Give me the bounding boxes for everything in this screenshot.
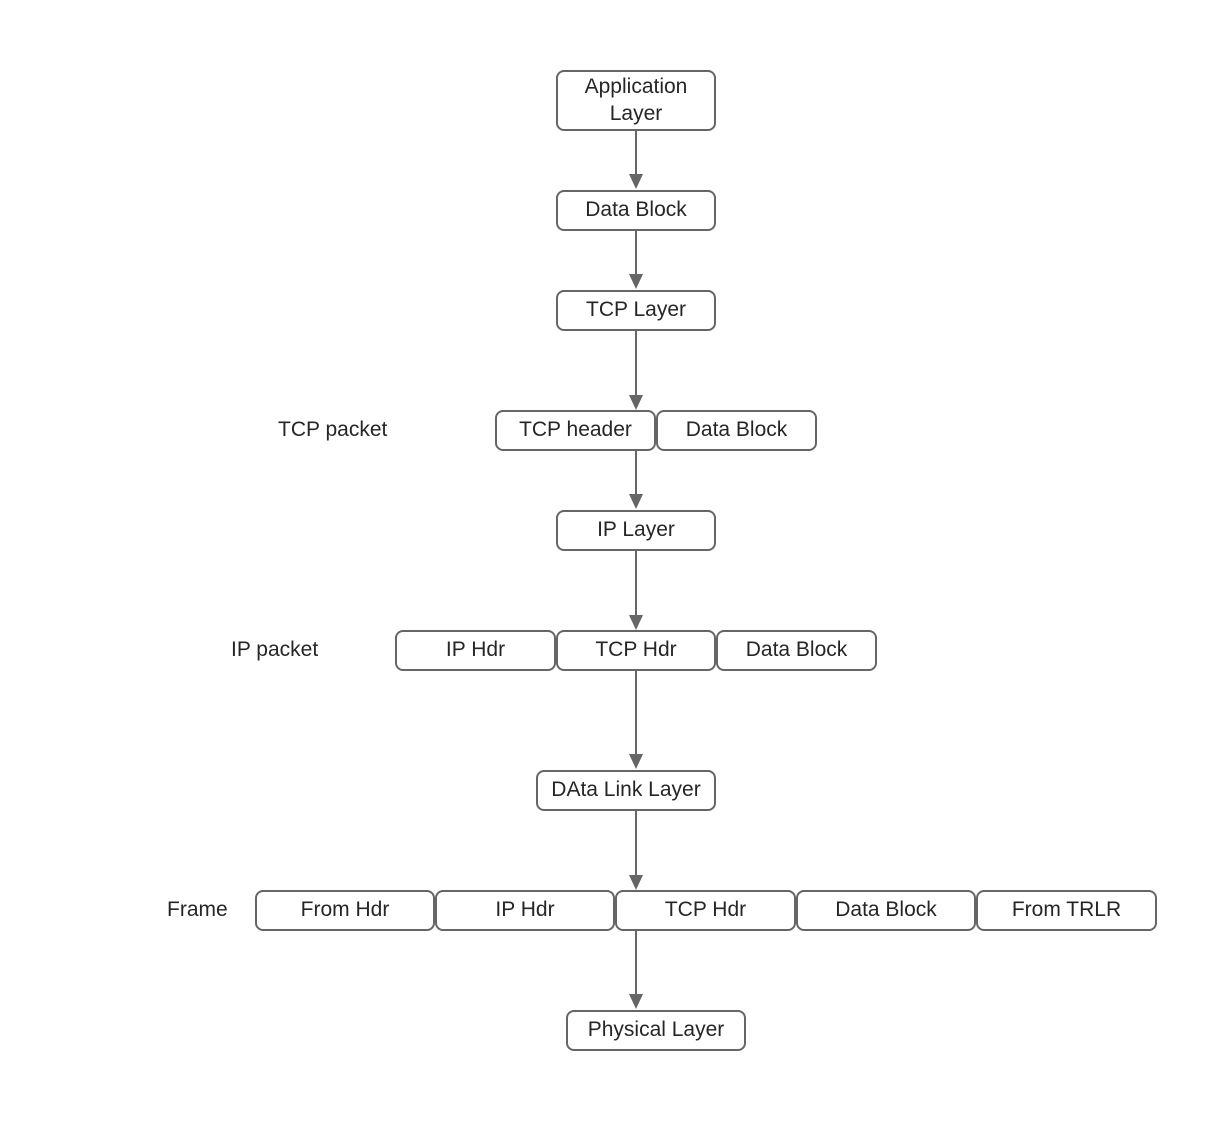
row-label-ip-packet: IP packet — [231, 638, 319, 661]
arrow-head-tcp-packet-to-ip-layer — [629, 494, 643, 509]
frame-field-tcp-hdr[interactable]: TCP Hdr — [615, 890, 796, 931]
ip-packet-field-data-block[interactable]: Data Block — [716, 630, 877, 671]
arrow-line-frame-to-physical-layer — [635, 931, 637, 996]
arrow-line-datablock-to-tcp-layer — [635, 231, 637, 276]
node-ip-layer[interactable]: IP Layer — [556, 510, 716, 551]
arrow-line-data-link-layer-to-frame — [635, 811, 637, 877]
frame-field-ip-hdr[interactable]: IP Hdr — [435, 890, 615, 931]
arrow-line-ip-packet-to-data-link-layer — [635, 671, 637, 756]
node-data-link-layer[interactable]: DAta Link Layer — [536, 770, 716, 811]
tcp-packet-field-tcp-header[interactable]: TCP header — [495, 410, 656, 451]
arrow-line-application-to-datablock — [635, 131, 637, 176]
ip-packet-field-tcp-hdr[interactable]: TCP Hdr — [556, 630, 716, 671]
arrow-head-tcp-layer-to-tcp-packet — [629, 395, 643, 410]
arrow-head-datablock-to-tcp-layer — [629, 274, 643, 289]
node-tcp-layer[interactable]: TCP Layer — [556, 290, 716, 331]
arrow-line-tcp-layer-to-tcp-packet — [635, 331, 637, 397]
arrow-line-tcp-packet-to-ip-layer — [635, 451, 637, 496]
arrow-head-ip-layer-to-ip-packet — [629, 615, 643, 630]
frame-field-data-block[interactable]: Data Block — [796, 890, 976, 931]
arrow-head-frame-to-physical-layer — [629, 994, 643, 1009]
arrow-head-data-link-layer-to-frame — [629, 875, 643, 890]
node-application-layer[interactable]: Application Layer — [556, 70, 716, 131]
arrow-head-application-to-datablock — [629, 174, 643, 189]
tcp-packet-field-data-block[interactable]: Data Block — [656, 410, 817, 451]
node-physical-layer[interactable]: Physical Layer — [566, 1010, 746, 1051]
row-label-tcp-packet: TCP packet — [278, 418, 388, 441]
frame-field-from-hdr[interactable]: From Hdr — [255, 890, 435, 931]
node-data-block[interactable]: Data Block — [556, 190, 716, 231]
arrow-line-ip-layer-to-ip-packet — [635, 551, 637, 617]
ip-packet-field-ip-hdr[interactable]: IP Hdr — [395, 630, 556, 671]
frame-field-from-trlr[interactable]: From TRLR — [976, 890, 1157, 931]
arrow-head-ip-packet-to-data-link-layer — [629, 754, 643, 769]
row-label-frame: Frame — [167, 898, 228, 921]
